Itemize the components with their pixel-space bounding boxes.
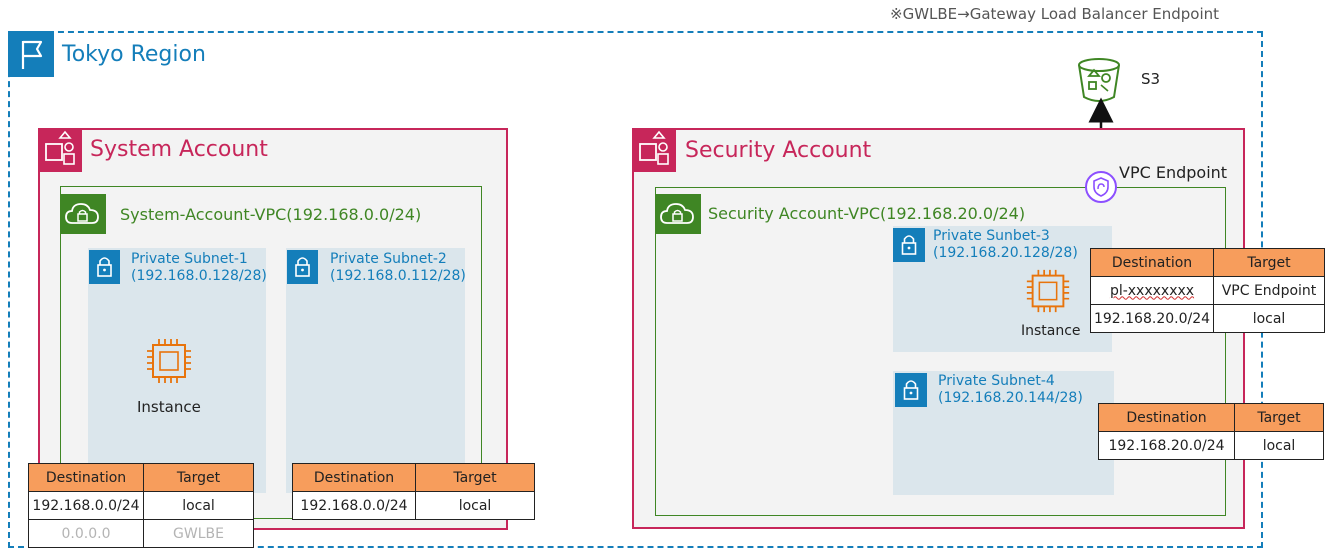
security-account-title: Security Account xyxy=(685,138,872,163)
system-vpc xyxy=(60,186,482,519)
table-row: 0.0.0.0 GWLBE xyxy=(28,519,254,548)
route-table-subnet-3: Destination Target pl-xxxxxxxx VPC Endpo… xyxy=(1090,248,1325,333)
vpc-endpoint-icon xyxy=(1084,170,1118,204)
subnet-4-cidr: (192.168.20.144/28) xyxy=(938,390,1083,406)
rt1-row2-target: GWLBE xyxy=(143,519,254,548)
security-instance-label: Instance xyxy=(1021,323,1081,339)
private-subnet-3 xyxy=(893,226,1112,352)
table-row: 192.168.20.0/24 local xyxy=(1090,304,1325,333)
rt4-header-target: Target xyxy=(1234,403,1324,432)
table-row: 192.168.20.0/24 local xyxy=(1098,431,1324,460)
rt3-row1-destination: pl-xxxxxxxx xyxy=(1090,276,1214,305)
rt3-header-target: Target xyxy=(1213,248,1325,277)
subnet-3-cidr: (192.168.20.128/28) xyxy=(933,245,1078,261)
rt1-header-target: Target xyxy=(143,463,254,492)
private-subnet-4 xyxy=(893,371,1114,495)
lock-icon xyxy=(89,250,120,284)
route-table-subnet-4: Destination Target 192.168.20.0/24 local xyxy=(1098,403,1324,460)
region-title: Tokyo Region xyxy=(62,42,206,67)
rt3-row2-destination: 192.168.20.0/24 xyxy=(1090,304,1214,333)
rt2-row1-target: local xyxy=(415,491,535,520)
rt2-row1-destination: 192.168.0.0/24 xyxy=(292,491,416,520)
prefix-list-text: pl-xxxxxxxx xyxy=(1109,282,1195,299)
subnet-4-title: Private Subnet-4 (192.168.20.144/28) xyxy=(938,373,1083,407)
subnet-2-title: Private Subnet-2 (192.168.0.112/28) xyxy=(330,251,466,285)
cloud-lock-icon xyxy=(655,194,701,234)
route-table-subnet-2: Destination Target 192.168.0.0/24 local xyxy=(292,463,535,520)
subnet-1-cidr: (192.168.0.128/28) xyxy=(131,268,267,284)
route-table-subnet-1: Destination Target 192.168.0.0/24 local … xyxy=(28,463,254,548)
rt3-header-destination: Destination xyxy=(1090,248,1214,277)
table-row: 192.168.0.0/24 local xyxy=(28,491,254,520)
rt4-row1-target: local xyxy=(1234,431,1324,460)
system-vpc-title: System-Account-VPC(192.168.0.0/24) xyxy=(120,205,422,224)
rt4-row1-destination: 192.168.20.0/24 xyxy=(1098,431,1235,460)
cloud-lock-icon xyxy=(60,194,106,234)
private-subnet-2 xyxy=(286,248,465,493)
rt3-row1-target: VPC Endpoint xyxy=(1213,276,1325,305)
account-icon xyxy=(38,128,82,172)
legend-note: ※GWLBE→Gateway Load Balancer Endpoint xyxy=(890,5,1220,23)
ec2-instance-icon xyxy=(143,335,195,387)
subnet-4-name: Private Subnet-4 xyxy=(938,373,1055,389)
security-vpc xyxy=(655,187,1226,516)
account-icon xyxy=(632,128,676,172)
lock-icon xyxy=(893,228,925,262)
vpc-endpoint-label: VPC Endpoint xyxy=(1119,163,1228,182)
rt3-row2-target: local xyxy=(1213,304,1325,333)
lock-icon xyxy=(895,373,927,407)
subnet-2-name: Private Subnet-2 xyxy=(330,251,447,267)
subnet-1-title: Private Subnet-1 (192.168.0.128/28) xyxy=(131,251,267,285)
rt4-header-destination: Destination xyxy=(1098,403,1235,432)
lock-icon xyxy=(287,250,318,284)
rt1-row1-target: local xyxy=(143,491,254,520)
table-row: pl-xxxxxxxx VPC Endpoint xyxy=(1090,276,1325,305)
rt1-header-destination: Destination xyxy=(28,463,144,492)
rt2-header-destination: Destination xyxy=(292,463,416,492)
s3-label: S3 xyxy=(1141,70,1161,88)
system-account-title: System Account xyxy=(90,137,268,162)
subnet-2-cidr: (192.168.0.112/28) xyxy=(330,268,466,284)
flag-icon xyxy=(8,31,54,77)
security-vpc-title: Security Account-VPC(192.168.20.0/24) xyxy=(708,204,1026,223)
table-row: 192.168.0.0/24 local xyxy=(292,491,535,520)
subnet-3-name: Private Sunbet-3 xyxy=(933,228,1050,244)
system-instance-label: Instance xyxy=(137,398,201,416)
rt2-header-target: Target xyxy=(415,463,535,492)
ec2-instance-icon xyxy=(1023,266,1073,316)
rt1-row1-destination: 192.168.0.0/24 xyxy=(28,491,144,520)
rt1-row2-destination: 0.0.0.0 xyxy=(28,519,144,548)
subnet-1-name: Private Subnet-1 xyxy=(131,251,248,267)
subnet-3-title: Private Sunbet-3 (192.168.20.128/28) xyxy=(933,228,1078,262)
